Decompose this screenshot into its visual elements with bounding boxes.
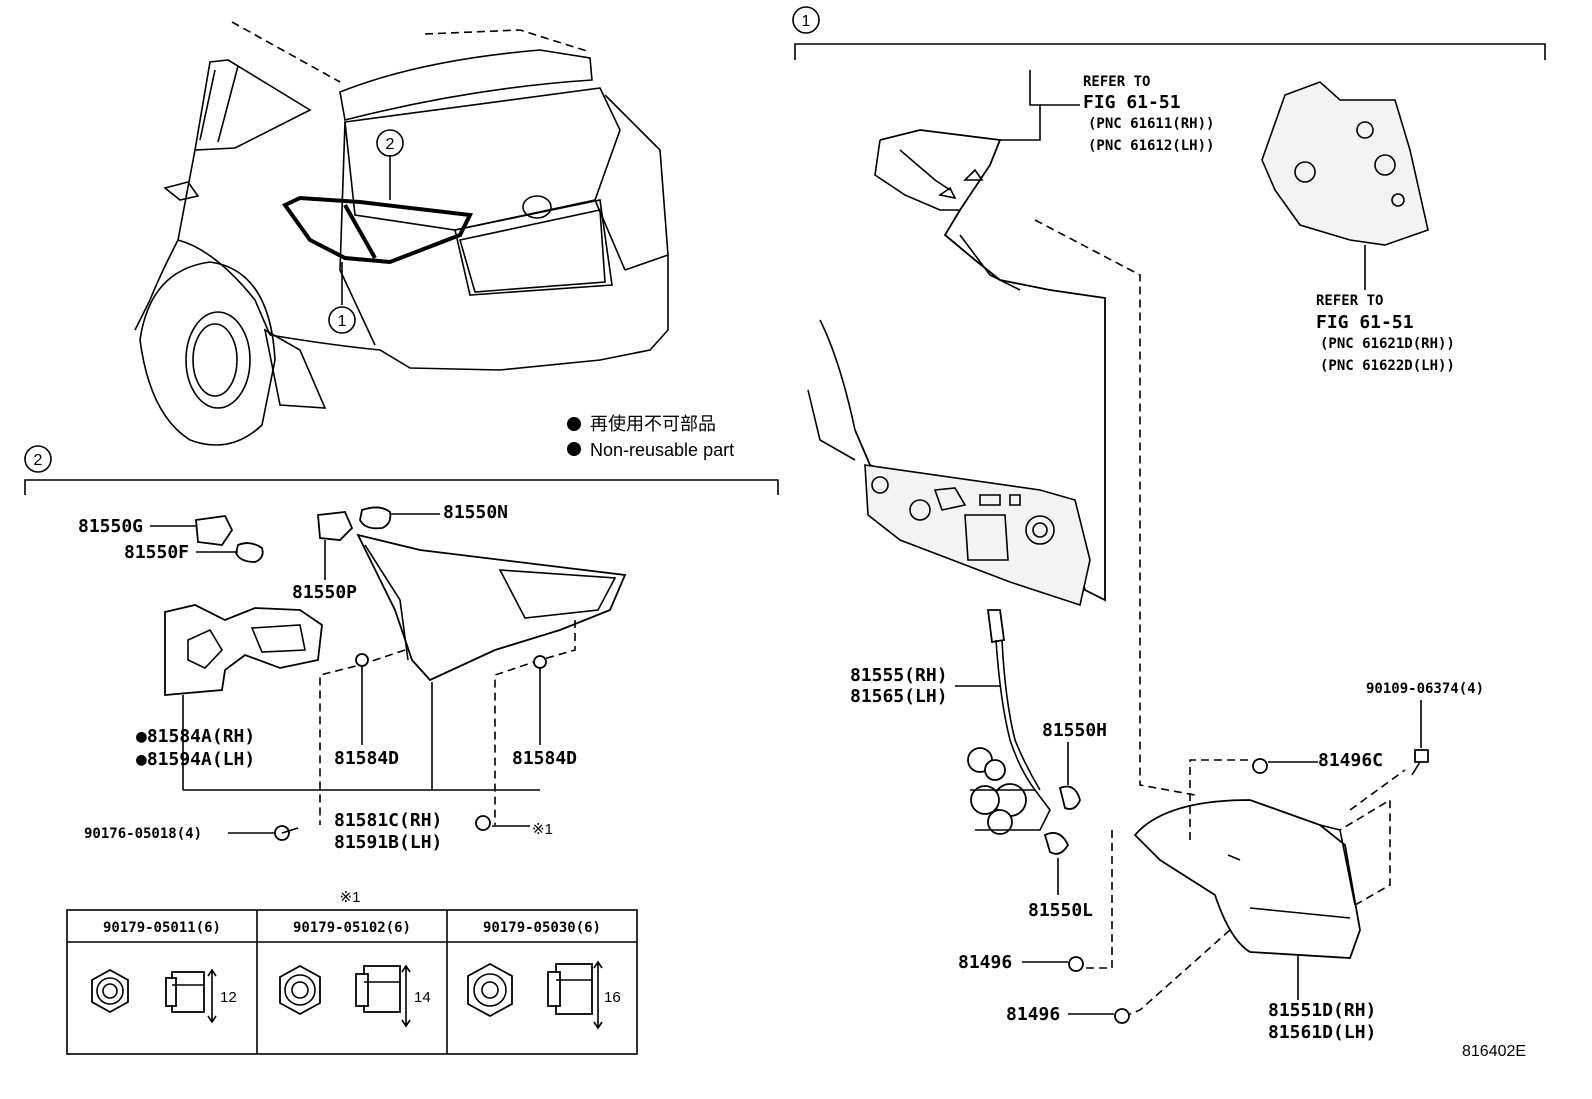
label-81496-a: 81496 [958,952,1012,973]
refer-note-upper: REFER TO FIG 61-51 (PNC 61611(RH)) (PNC … [1083,74,1214,154]
section-1-header: 1 [792,6,1546,60]
quarter-panel [807,70,1196,796]
socket-81550P [317,506,440,580]
gasket-81584A [164,604,323,790]
refer-right-line-3: (PNC 61621D(RH)) [1320,336,1455,352]
refer-right-line-2: FIG 61-51 [1316,312,1414,333]
svg-text:1: 1 [802,13,811,30]
callout-1-vehicle: 1 [328,306,356,334]
label-81584D-b: 81584D [512,748,577,769]
table-ref-mark: ※1 [340,889,361,906]
side-reinforcement [1261,81,1429,290]
svg-text:1: 1 [338,313,347,330]
vehicle-overview [134,21,669,446]
table-header-1: 90179-05011(6) [103,920,221,936]
non-reusable-dot-icon [567,442,581,456]
lamp-81551D [1085,759,1406,1016]
refer-note-right: REFER TO FIG 61-51 (PNC 61621D(RH)) (PNC… [1316,293,1455,374]
table-header-2: 90179-05102(6) [293,920,411,936]
refer-upper-line-3: (PNC 61611(RH)) [1088,116,1214,132]
label-81496C: 81496C [1318,750,1383,771]
label-81496-b: 81496 [1006,1004,1060,1025]
label-81584D-a: 81584D [334,748,399,769]
figure-id: 816402E [1462,1043,1526,1060]
nut-81496C [1252,758,1318,774]
label-81551D: 81551D(RH) [1268,1000,1376,1021]
svg-text:2: 2 [386,136,395,153]
label-ref-note: ※1 [532,821,553,838]
nut-81584D-b [533,655,547,745]
label-81584A: ●81584A(RH) [136,726,255,747]
label-81555: 81555(RH) [850,665,948,686]
svg-text:2: 2 [34,452,43,469]
lamp-81581C [183,533,627,825]
label-81594A: ●81594A(LH) [136,749,255,770]
label-81565: 81565(LH) [850,686,948,707]
refer-upper-line-2: FIG 61-51 [1083,92,1181,113]
bulb-81550H [1058,742,1081,810]
refer-upper-line-4: (PNC 61612(LH)) [1088,138,1214,154]
label-90109: 90109-06374(4) [1366,681,1484,697]
refer-right-line-1: REFER TO [1316,293,1383,309]
label-81581C: 81581C(RH) [334,810,442,831]
dim-14: 14 [414,989,431,1006]
label-81591B: 81591B(LH) [334,832,442,853]
nut-81496-a [1022,956,1084,972]
nut-cell-1: 12 [91,968,237,1024]
bulb-81550L [1043,832,1070,895]
nut-81496-b [1068,1008,1130,1024]
table-header-3: 90179-05030(6) [483,920,601,936]
callout-2-vehicle: 2 [376,129,404,157]
refer-upper-line-1: REFER TO [1083,74,1150,90]
nut-table: ※1 90179-05011(6) 90179-05102(6) 90179-0… [66,889,638,1055]
label-81550L: 81550L [1028,900,1093,921]
label-81550H: 81550H [1042,720,1107,741]
refer-right-line-4: (PNC 61622D(LH)) [1320,358,1455,374]
section-2-header: 2 [24,445,779,495]
legend: 再使用不可部品 Non-reusable part [567,414,734,460]
nut-81584D-a [355,653,369,745]
bolt-90109 [1411,700,1429,776]
non-reusable-dot-icon [567,417,581,431]
legend-jp: 再使用不可部品 [590,414,716,434]
nut-ref-note [475,815,530,831]
screw-90176 [228,825,299,841]
label-81561D: 81561D(LH) [1268,1022,1376,1043]
nut-cell-2: 14 [279,964,431,1028]
dim-12: 12 [220,989,237,1006]
label-81550P: 81550P [292,582,357,603]
dim-16: 16 [604,989,621,1006]
legend-en: Non-reusable part [590,440,734,460]
label-90176: 90176-05018(4) [84,826,202,842]
label-81550N: 81550N [443,502,508,523]
socket-81550G [150,515,264,563]
label-81550F: 81550F [124,542,189,563]
harness-81555 [955,609,1051,835]
label-81550G: 81550G [78,516,143,537]
nut-cell-3: 16 [467,960,621,1030]
